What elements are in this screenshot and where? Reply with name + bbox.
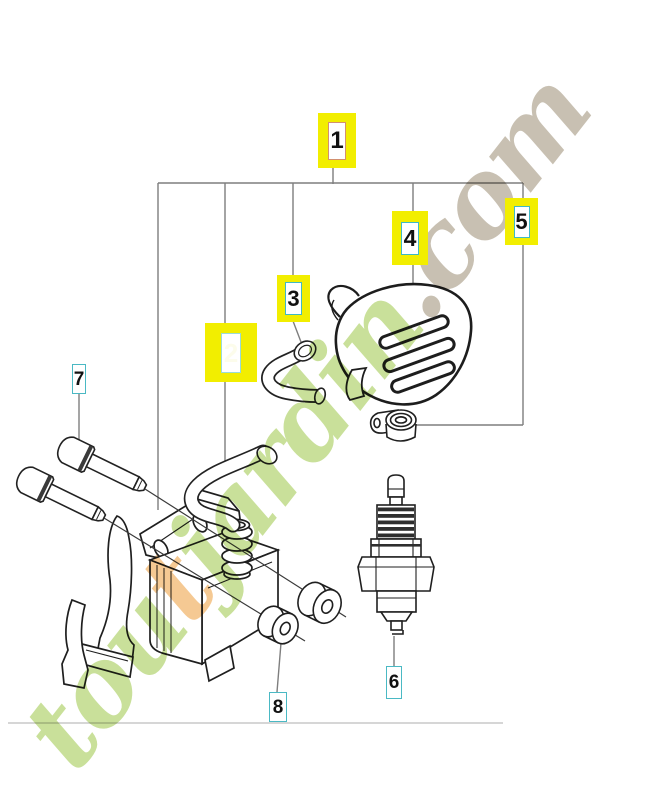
grommet-upper bbox=[297, 581, 342, 625]
callout-number: 8 bbox=[272, 696, 284, 718]
callout-label-7[interactable]: 7 bbox=[72, 364, 86, 394]
callout-label-3[interactable]: 3 bbox=[277, 275, 310, 322]
callout-number: 6 bbox=[388, 672, 400, 693]
callout-number: 2 bbox=[223, 337, 239, 368]
grommet-lower bbox=[257, 605, 299, 645]
callout-label-8[interactable]: 8 bbox=[269, 692, 287, 722]
callout-inner-box: 5 bbox=[513, 205, 530, 238]
air-filter-cover bbox=[327, 282, 473, 406]
callout-label-6[interactable]: 6 bbox=[386, 666, 402, 699]
callout-inner-box: 1 bbox=[328, 121, 346, 160]
spark-plug bbox=[357, 474, 435, 635]
callout-lines bbox=[78, 168, 524, 693]
callout-inner-box: 4 bbox=[401, 221, 419, 255]
callout-number: 3 bbox=[287, 285, 300, 311]
spark-plug-terminal bbox=[369, 409, 417, 442]
callout-inner-box: 3 bbox=[285, 282, 302, 315]
callout-number: 5 bbox=[515, 208, 528, 234]
mounting-bolt-lower bbox=[15, 466, 107, 522]
callout-label-4[interactable]: 4 bbox=[392, 211, 428, 265]
callout-inner-box: 2 bbox=[221, 332, 241, 373]
ignition-module-assembly bbox=[61, 444, 281, 689]
callout-number: 4 bbox=[403, 224, 417, 251]
fuel-elbow-hose bbox=[261, 340, 327, 405]
callout-label-2[interactable]: 2 bbox=[205, 323, 257, 382]
callout-label-1[interactable]: 1 bbox=[318, 113, 356, 168]
callout-label-5[interactable]: 5 bbox=[505, 198, 538, 245]
callout-number: 7 bbox=[73, 368, 85, 390]
callout-number: 1 bbox=[330, 126, 344, 154]
mounting-bolt-upper bbox=[56, 436, 148, 492]
